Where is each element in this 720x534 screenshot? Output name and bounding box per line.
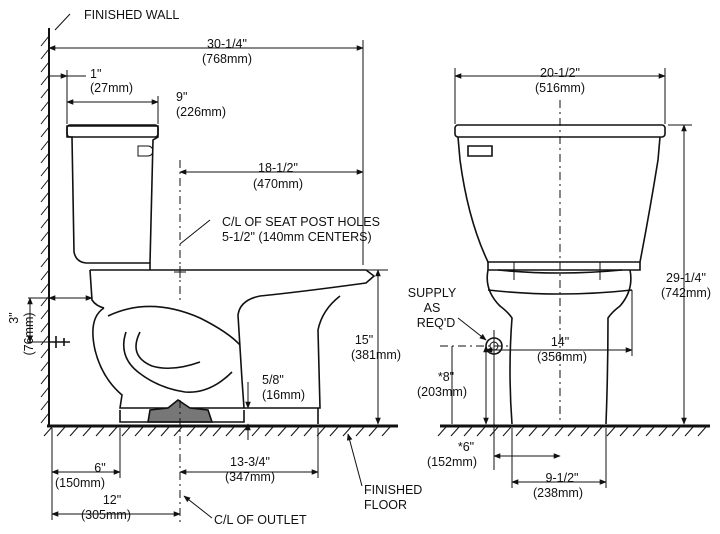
side-view: FINISHED WALL 30-1/4" (768mm) (7, 8, 422, 527)
front-supply-height-metric: (203mm) (417, 385, 467, 399)
tank-offset-imperial: 1" (90, 67, 101, 81)
overall-height-imperial: 29-1/4" (666, 271, 706, 285)
supply-label-line2: AS (424, 301, 441, 315)
flush-handle (137, 145, 154, 157)
tank-depth-imperial: 9" (176, 90, 187, 104)
bowl-front (486, 269, 632, 425)
flush-lever-front (467, 145, 493, 157)
bowl-width-metric: (356mm) (537, 350, 587, 364)
overall-depth-imperial: 30-1/4" (207, 37, 247, 51)
outlet-label: C/L OF OUTLET (214, 513, 307, 527)
finished-wall-label: FINISHED WALL (84, 8, 179, 22)
seat-post-distance-metric: (470mm) (253, 177, 303, 191)
seat-post-note-line1: C/L OF SEAT POST HOLES (222, 215, 380, 229)
base-depth-imperial: 13-3/4" (230, 455, 270, 469)
supply-valve (49, 336, 70, 348)
bowl-width-imperial: 14" (551, 335, 569, 349)
tank-side (66, 125, 159, 264)
tank-width-metric: (516mm) (535, 81, 585, 95)
rough-in-imperial: 12" (103, 493, 121, 507)
rough-in-metric: (305mm) (81, 508, 131, 522)
floor-flange (147, 399, 214, 423)
overall-height-metric: (742mm) (661, 286, 711, 300)
seat-post-note-line2: 5-1/2" (140mm CENTERS) (222, 230, 372, 244)
supply-label-line3: REQ'D (417, 316, 456, 330)
rim-height-metric: (381mm) (351, 348, 401, 362)
finished-wall-line (40, 28, 50, 426)
base-width-imperial: 9-1/2" (546, 471, 579, 485)
tank-front (457, 136, 661, 263)
front-view: 20-1/2" (516mm) 29-1/4" (742mm) SUPPLY A… (408, 66, 711, 500)
seat-post-distance-imperial: 18-1/2" (258, 161, 298, 175)
finished-floor-label-line2: FLOOR (364, 498, 407, 512)
trapway (92, 307, 244, 409)
base-depth-metric: (347mm) (225, 470, 275, 484)
base-width-metric: (238mm) (533, 486, 583, 500)
finished-floor-label-line1: FINISHED (364, 483, 422, 497)
tank-width-imperial: 20-1/2" (540, 66, 580, 80)
rim-height-imperial: 15" (355, 333, 373, 347)
tank-offset-metric: (27mm) (90, 81, 133, 95)
supply-label-line1: SUPPLY (408, 286, 457, 300)
supply-offset-imperial: *6" (458, 440, 474, 454)
front-supply-height-imperial: *8" (438, 370, 454, 384)
supply-height-metric: (76mm) (22, 312, 36, 355)
base-front-metric: (150mm) (55, 476, 105, 490)
supply-height-imperial: 3" (7, 312, 21, 323)
supply-offset-metric: (152mm) (427, 455, 477, 469)
flange-gap-imperial: 5/8" (262, 373, 284, 387)
overall-depth-metric: (768mm) (202, 52, 252, 66)
bowl-side (90, 269, 376, 409)
flange-gap-metric: (16mm) (262, 388, 305, 402)
tank-depth-metric: (226mm) (176, 105, 226, 119)
base-front-imperial: 6" (94, 461, 105, 475)
